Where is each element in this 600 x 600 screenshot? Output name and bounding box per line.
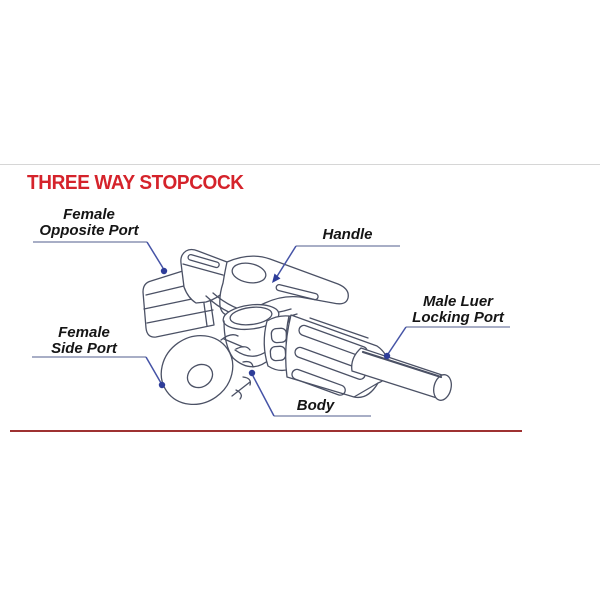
marker-female-opposite-dot (160, 267, 168, 275)
page-title: THREE WAY STOPCOCK (27, 172, 244, 194)
label-line: Handle (322, 226, 373, 243)
label-line: Side Port (51, 339, 117, 357)
label-line: Female (63, 206, 115, 223)
leader-diagonals (145, 241, 407, 417)
stopcock-drawing (142, 248, 452, 406)
label-handle: Handle (295, 227, 400, 243)
label-line: Male Luer (422, 293, 494, 310)
marker-body-dot (248, 369, 256, 377)
label-line: Opposite Port (39, 221, 139, 239)
label-line: Locking Port (412, 308, 504, 326)
marker-female-side-dot (158, 381, 166, 389)
leader-female-opposite-diagonal (146, 241, 164, 269)
leader-markers (158, 267, 391, 389)
label-female-side-port: Female Side Port (24, 325, 144, 356)
handle-drawing (180, 248, 349, 321)
label-male-luer-locking-port: Male Luer Locking Port (398, 294, 518, 325)
bottom-divider-line (10, 430, 522, 432)
label-body: Body (268, 398, 363, 414)
marker-male-luer-dot (383, 352, 391, 360)
marker-handle-arrowhead (272, 273, 281, 283)
label-female-opposite-port: Female Opposite Port (24, 207, 154, 238)
leader-handle-diagonal (275, 245, 297, 279)
leader-female-side-diagonal (145, 356, 162, 384)
label-line: Female (58, 324, 110, 341)
female-side-port-drawing (160, 334, 254, 406)
top-divider-line (0, 164, 600, 165)
label-line: Body (296, 397, 335, 414)
male-luer-port-drawing (263, 314, 452, 401)
leader-body-diagonal (252, 375, 275, 417)
leader-underlines (32, 241, 510, 417)
leader-male-luer-diagonal (387, 326, 407, 355)
